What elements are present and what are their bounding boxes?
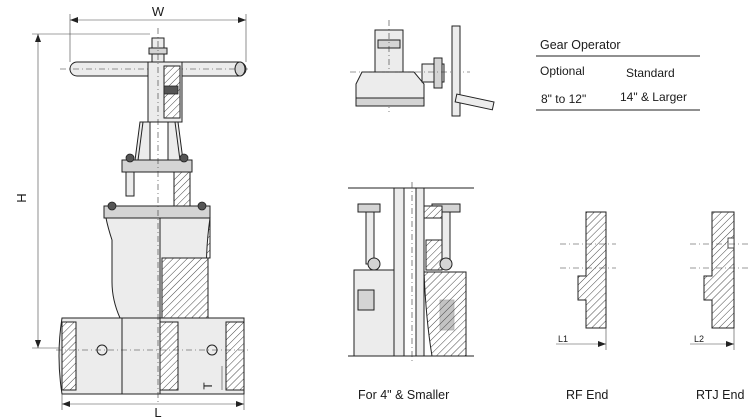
rtj-flange-section <box>703 211 735 329</box>
width-dimension: W <box>69 4 247 62</box>
gear-table-optional-value: 8" to 12" <box>541 92 587 106</box>
width-label: W <box>152 4 165 19</box>
gear-table-col-standard: Standard <box>626 66 675 80</box>
ring-joint-groove <box>727 237 735 249</box>
l2-label: L2 <box>694 334 704 344</box>
gear-box <box>355 71 425 99</box>
l1-label: L1 <box>558 334 568 344</box>
t-label: T <box>201 382 215 390</box>
gear-table-col-optional: Optional <box>540 64 585 78</box>
rf-end-drawing: L1 <box>556 211 616 350</box>
rf-flange-section <box>577 211 607 329</box>
small-valve-section-drawing <box>348 182 474 362</box>
main-valve-drawing: W H <box>14 4 250 419</box>
gear-table-title: Gear Operator <box>540 38 621 52</box>
rtj-end-drawing: L2 <box>690 211 750 350</box>
caption-rf-end: RF End <box>566 388 609 402</box>
gear-table-standard-value: 14" & Larger <box>620 90 687 104</box>
gear-operator-drawing <box>350 20 495 117</box>
caption-small-valve: For 4" & Smaller <box>358 388 450 402</box>
length-dimension: L <box>61 394 245 419</box>
valve-body-left <box>105 217 161 319</box>
bonnet-flange <box>103 205 211 219</box>
gland-flange <box>121 159 193 173</box>
gear-handwheel <box>451 25 461 117</box>
height-label: H <box>14 193 29 202</box>
length-label: L <box>154 405 161 419</box>
caption-rtj-end: RTJ End <box>696 388 745 402</box>
